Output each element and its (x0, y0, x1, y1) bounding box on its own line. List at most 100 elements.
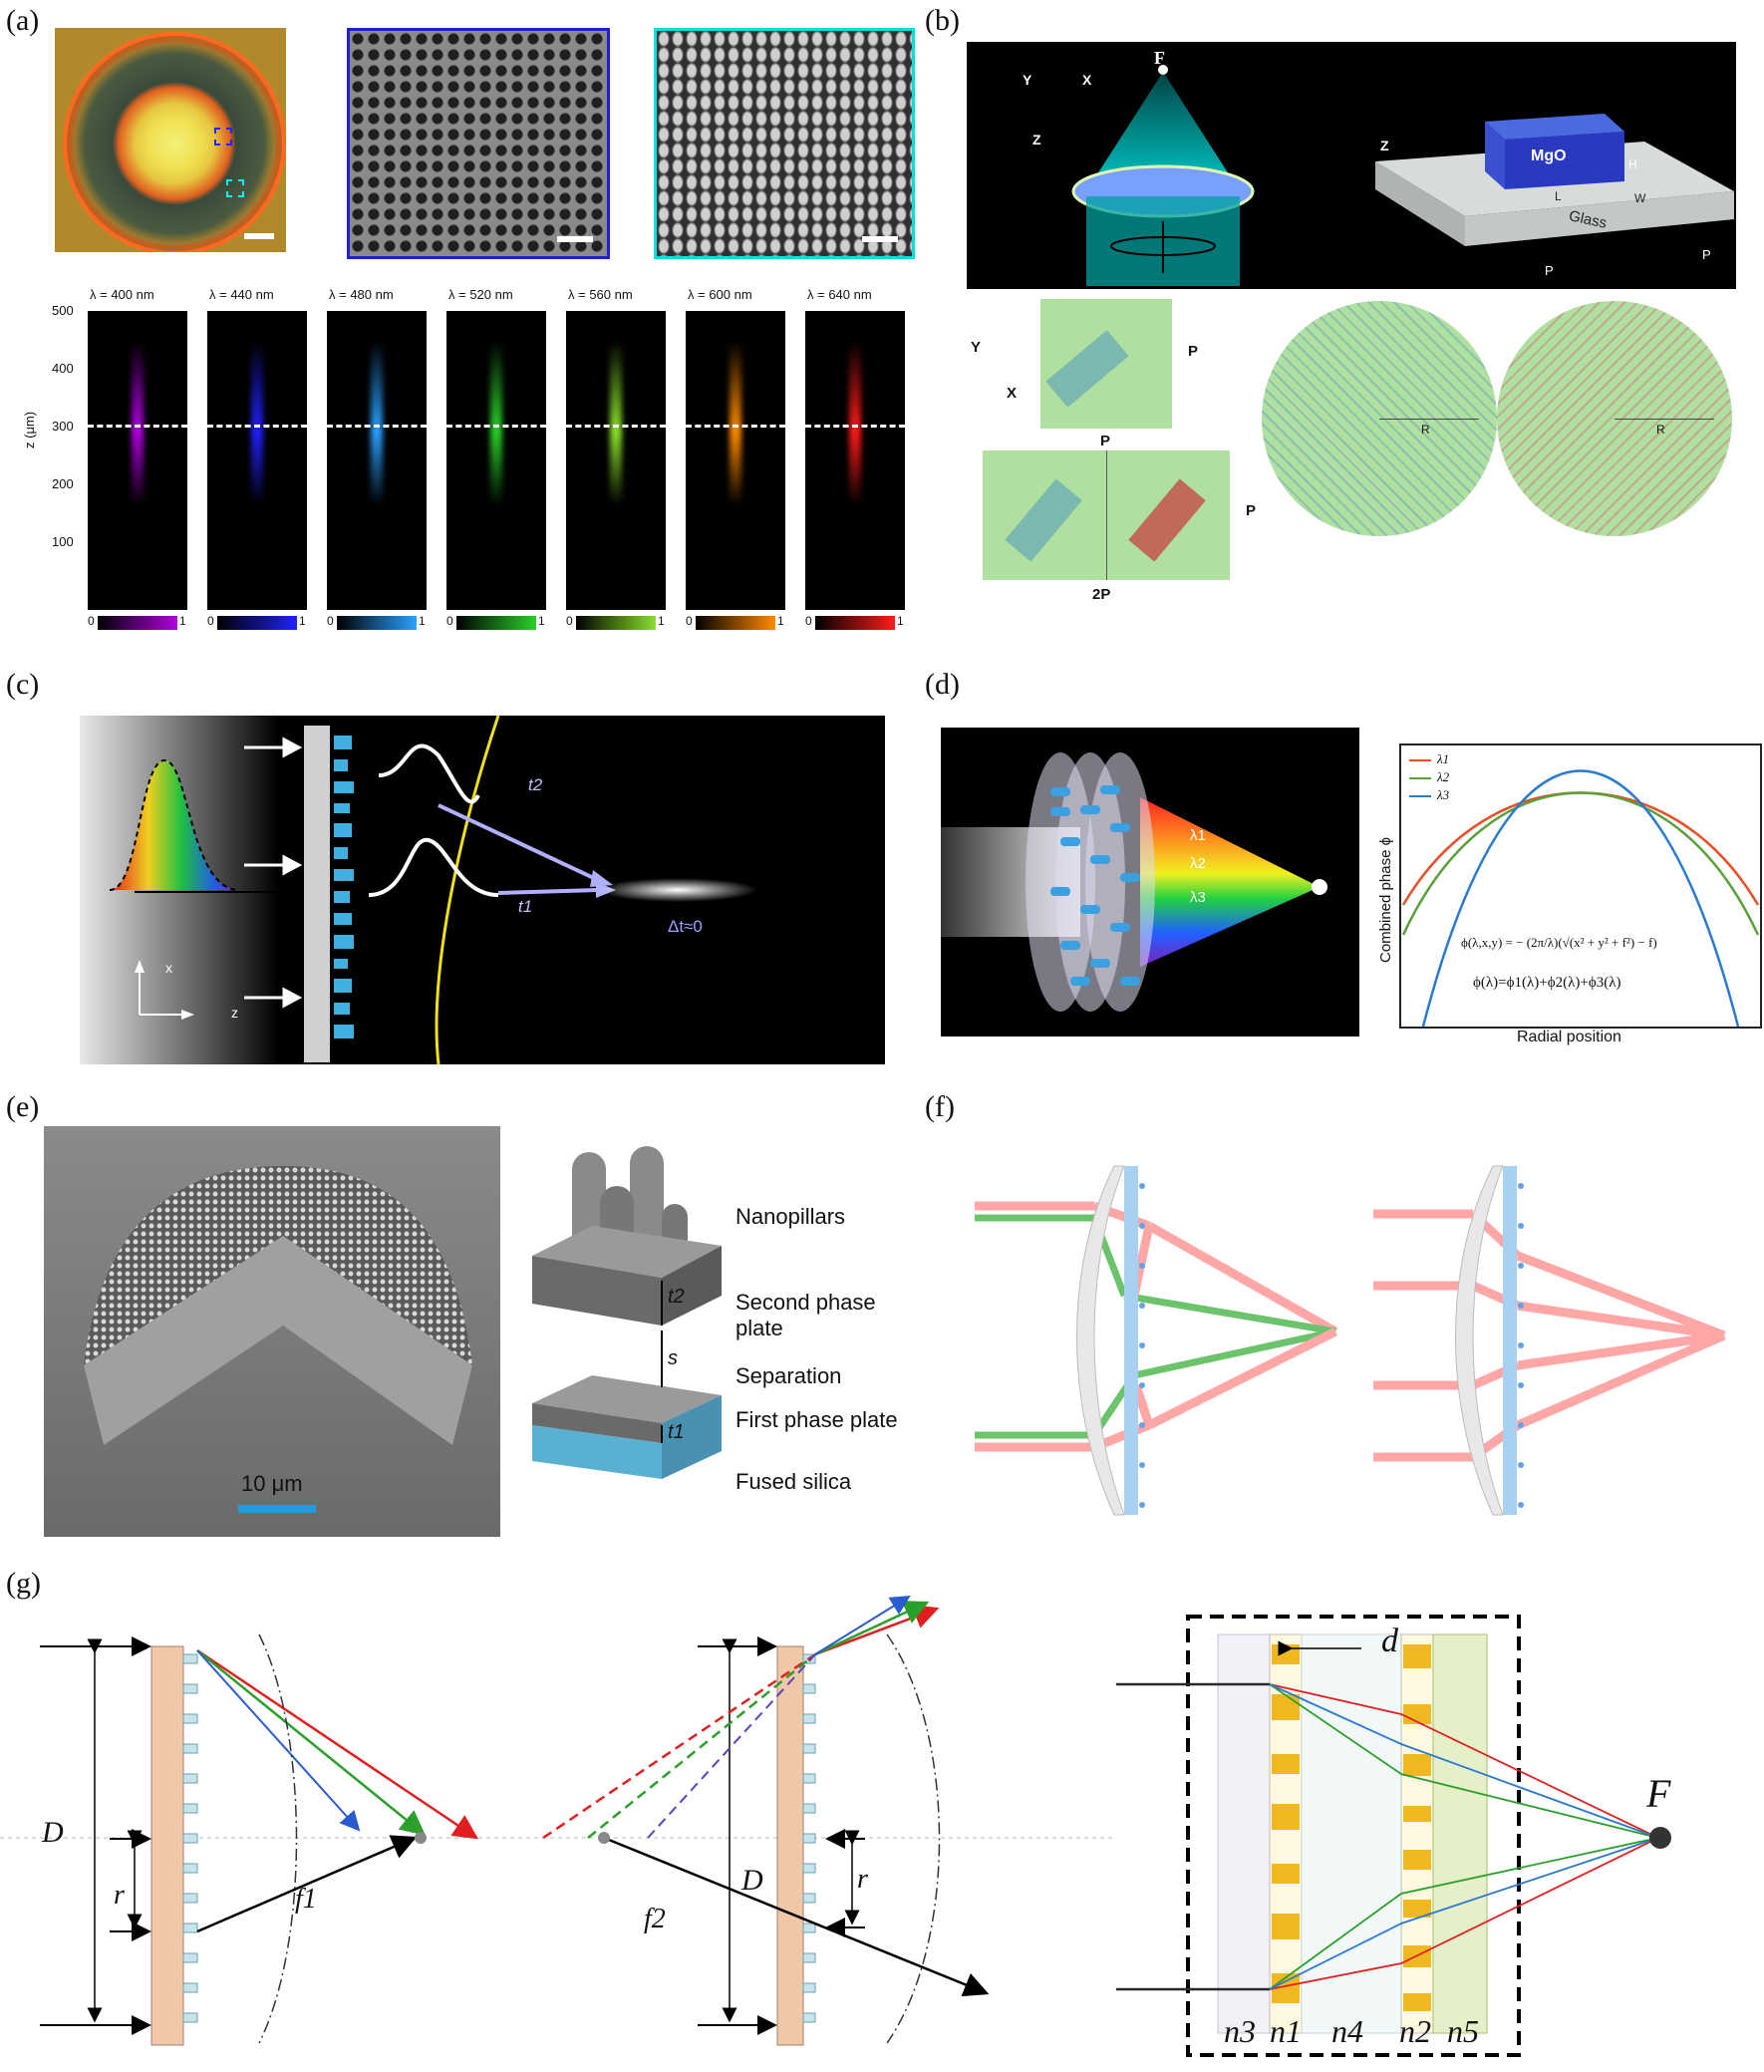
sem-image-blue (347, 28, 610, 259)
colorbar-min: 0 (805, 614, 812, 628)
cell-axis-x: X (1007, 385, 1018, 402)
legend-label: λ2 (1437, 769, 1450, 784)
radius-label-1: R (1421, 423, 1430, 437)
axis-x-label: X (1082, 72, 1092, 88)
focal-intensity-map (805, 311, 905, 610)
pulse-illustration (109, 716, 757, 1064)
colorbar-min: 0 (88, 614, 95, 628)
index-label: n1 (1270, 2013, 1302, 2049)
panel-label-c: (c) (6, 668, 40, 701)
wavelength-label: λ = 600 nm (688, 287, 752, 302)
t1-thickness: t1 (668, 1421, 685, 1443)
panel-label-f: (f) (925, 1090, 955, 1123)
radius-label-2: R (1656, 423, 1665, 437)
axis-y-label: Y (1023, 72, 1032, 88)
optical-micrograph (55, 28, 286, 252)
lens-beam-illustration (1071, 65, 1734, 286)
unit-cell-double (983, 450, 1230, 580)
colorbar (696, 616, 775, 630)
wavelength-label: λ = 440 nm (209, 287, 274, 302)
colorbar-max: 1 (419, 614, 426, 628)
panel-label-a: (a) (6, 4, 40, 37)
achromatic-ray-diagrams (975, 1165, 1726, 1516)
double-period-bottom: 2P (1092, 586, 1111, 603)
dispersion-illustration (941, 752, 1327, 1012)
cell-period-bottom: P (1100, 433, 1111, 449)
focus-label: F (1154, 48, 1165, 68)
focal-intensity-map (566, 311, 666, 610)
colorbar-min: 0 (446, 614, 453, 628)
t2-label: t2 (528, 775, 543, 794)
lens-disk-2: R (1497, 301, 1732, 536)
width-label: W (1634, 191, 1646, 205)
z-tick-label: 300 (52, 419, 74, 434)
axis-z2-label: Z (1380, 138, 1389, 153)
legend-swatch (1409, 795, 1431, 797)
colorbar-min: 0 (207, 614, 214, 628)
index-label: n4 (1331, 2013, 1363, 2049)
colorbar (815, 616, 895, 630)
cell-period-right: P (1188, 343, 1199, 360)
separation-d: d (1381, 1623, 1398, 1659)
focal-length-f2: f2 (644, 1904, 666, 1934)
pulse-focusing-scene: t2 t1 Δt≈0 x z (80, 716, 885, 1064)
diameter-label-2: D (741, 1864, 763, 1897)
wavelength-label: λ = 480 nm (329, 287, 394, 302)
delta-t-label: Δt≈0 (668, 917, 703, 936)
wavelength-label: λ = 560 nm (568, 287, 633, 302)
panel-f (975, 1136, 1762, 1535)
colorbar (456, 616, 536, 630)
focal-shift-diagrams (0, 1595, 1671, 2057)
sem-bilayer-lens: 10 μm (44, 1126, 500, 1537)
legend-label: λ1 (1437, 751, 1450, 766)
radius-label-g1: r (114, 1880, 125, 1911)
sem-image-cyan (654, 28, 915, 259)
layer-label: Second phase plate (735, 1290, 876, 1340)
focal-intensity-map (327, 311, 427, 610)
t1-label: t1 (518, 897, 533, 916)
phase-plot: λ1 λ2 λ3 ϕ(λ,x,y) = − (2π/λ)(√(x² + y² +… (1399, 743, 1762, 1029)
colorbar-max: 1 (658, 614, 665, 628)
panel-label-b: (b) (925, 4, 960, 37)
separation-s: s (668, 1347, 678, 1369)
phase-curves (1401, 769, 1760, 1028)
panel-label-g: (g) (6, 1567, 41, 1600)
legend-swatch (1409, 777, 1431, 779)
mgo-label: MgO (1531, 148, 1567, 164)
layer-stack (532, 1146, 722, 1479)
period-label-1: P (1545, 263, 1554, 278)
phase-equation: ϕ(λ,x,y) = − (2π/λ)(√(x² + y² + f²) − f) (1461, 935, 1657, 950)
focal-intensity-map (207, 311, 307, 610)
lambda2-label: λ2 (1190, 855, 1206, 872)
panel-label-e: (e) (6, 1090, 40, 1123)
wavelength-label: λ = 400 nm (90, 287, 154, 302)
focal-intensity-map (446, 311, 546, 610)
unit-cell-single (1040, 299, 1172, 429)
colorbar-max: 1 (299, 614, 306, 628)
lambda1-label: λ1 (1190, 827, 1206, 844)
lens-disk-1: R (1262, 301, 1497, 536)
colorbar-min: 0 (566, 614, 573, 628)
colorbar-max: 1 (179, 614, 186, 628)
height-label: H (1628, 157, 1637, 171)
colorbar (337, 616, 417, 630)
colorbar-max: 1 (777, 614, 784, 628)
phase-sum-equation: ϕ(λ)=ϕ1(λ)+ϕ2(λ)+ϕ3(λ) (1473, 975, 1621, 991)
phase-ylabel: Combined phase ϕ (1377, 837, 1394, 963)
length-label: L (1555, 189, 1562, 203)
colorbar-max: 1 (897, 614, 904, 628)
layer-label: Fused silica (735, 1469, 852, 1494)
panel-label-d: (d) (925, 668, 960, 701)
panel-b: F Y X Z Z MgO Glass H L W P P Y X P P P … (957, 38, 1762, 656)
legend-swatch (1409, 759, 1431, 761)
colorbar-min: 0 (686, 614, 693, 628)
panel-c: t2 t1 Δt≈0 x z (80, 716, 885, 1064)
double-period-right: P (1246, 502, 1257, 519)
wavelength-label: λ = 640 nm (807, 287, 872, 302)
focal-length-f1: f1 (295, 1884, 317, 1915)
z-tick-label: 200 (52, 476, 74, 491)
phase-xlabel: Radial position (1517, 1029, 1621, 1045)
